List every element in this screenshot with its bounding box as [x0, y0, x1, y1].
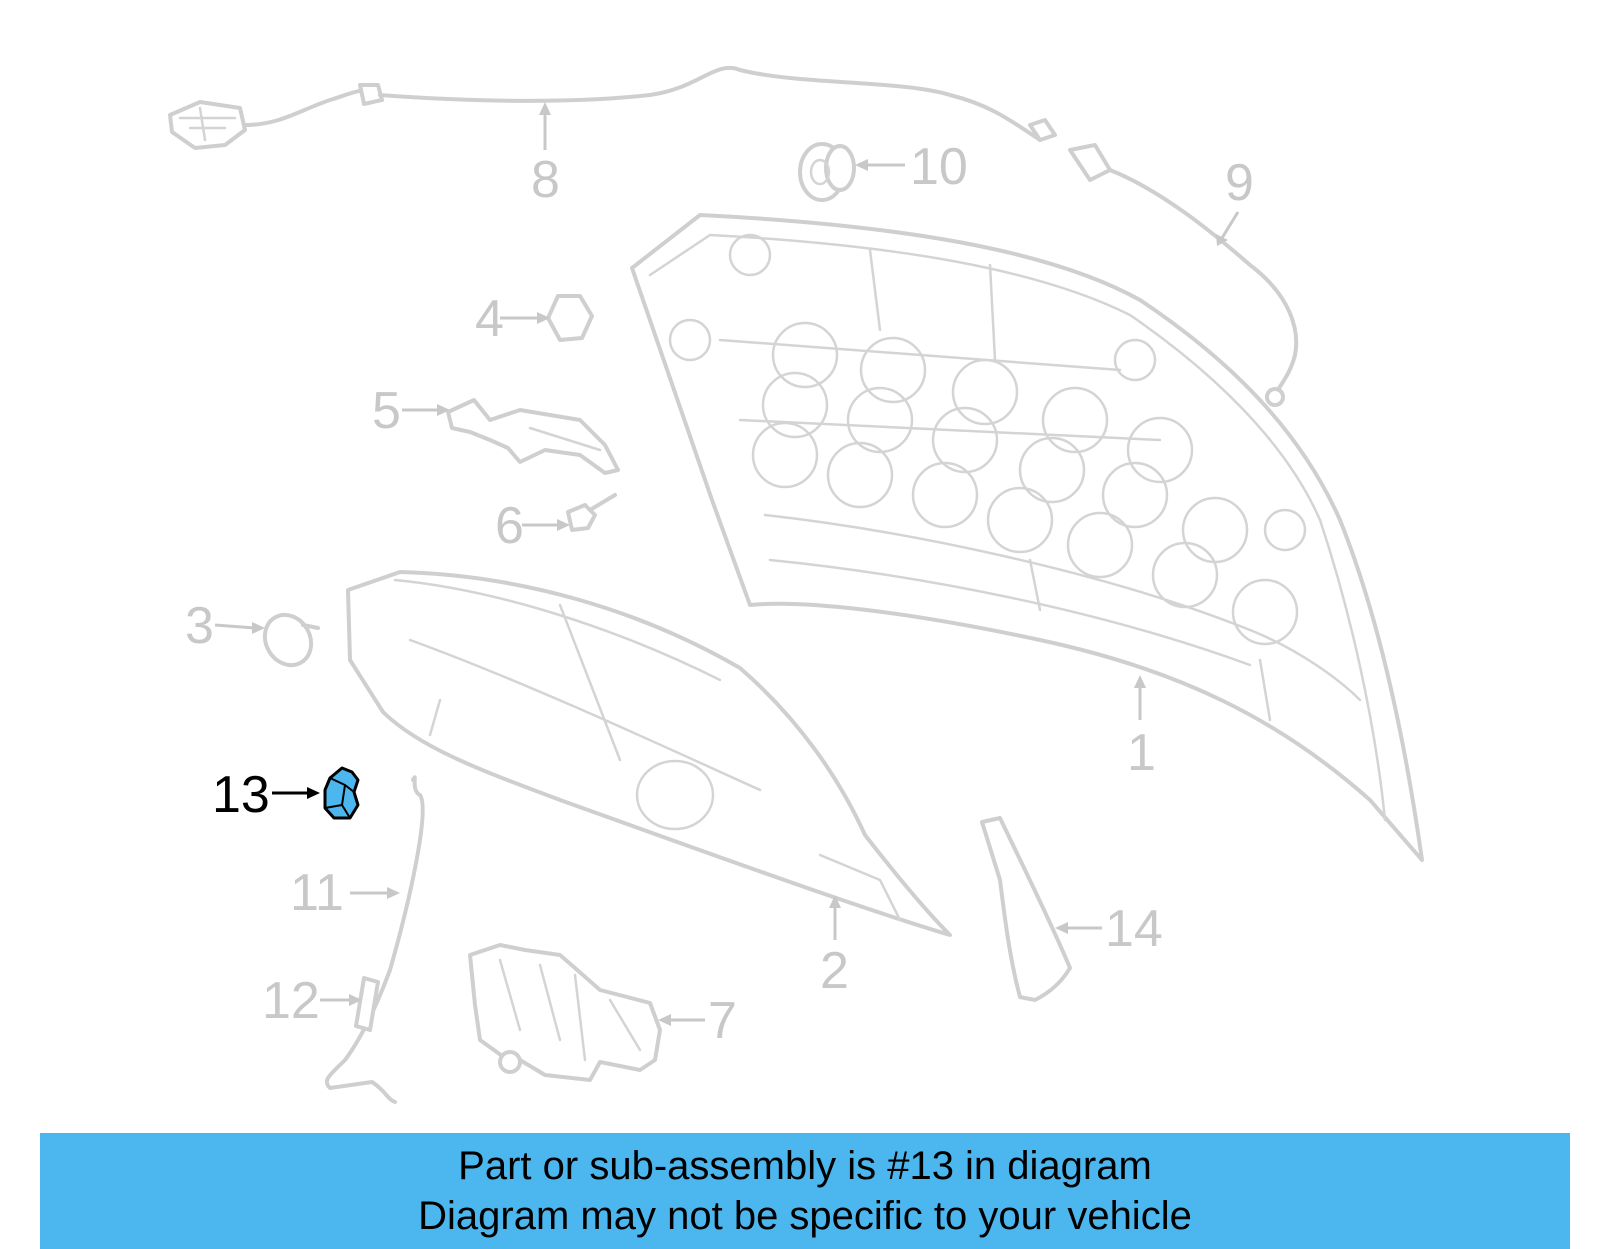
callout-5: 5 [372, 382, 401, 440]
callout-4: 4 [475, 290, 504, 348]
part-2-insulator[interactable] [346, 570, 952, 937]
callout-13: 13 [212, 766, 270, 824]
callout-6: 6 [495, 497, 524, 555]
part-14-seal[interactable] [980, 816, 1072, 1002]
banner-line-1: Part or sub-assembly is #13 in diagram [458, 1144, 1152, 1188]
callout-2: 2 [820, 942, 849, 1000]
part-9-cable[interactable] [1108, 168, 1299, 407]
callout-8: 8 [531, 151, 560, 209]
part-3-bumper[interactable] [256, 606, 320, 673]
part-11-prop-rod[interactable] [324, 775, 425, 1104]
callout-1: 1 [1127, 724, 1156, 782]
info-banner: Part or sub-assembly is #13 in diagram D… [40, 1133, 1570, 1249]
part-5-bracket[interactable] [446, 398, 620, 475]
part-7-latch[interactable] [468, 943, 662, 1082]
callout-7: 7 [708, 992, 737, 1050]
part-13-clip[interactable] [323, 766, 360, 820]
leader-arrows [214, 102, 1240, 1026]
callout-3: 3 [185, 597, 214, 655]
callout-12: 12 [262, 972, 320, 1030]
part-8-release-cable[interactable] [168, 65, 1112, 182]
part-10-grommet[interactable] [798, 142, 856, 202]
banner-line-2: Diagram may not be specific to your vehi… [418, 1194, 1192, 1238]
callout-14: 14 [1105, 900, 1163, 958]
callout-labels: 8 9 10 4 5 6 3 1 2 14 11 12 7 13 [185, 138, 1254, 1050]
part-4-nut[interactable] [546, 294, 594, 342]
callout-10: 10 [910, 138, 968, 196]
callout-9: 9 [1225, 154, 1254, 212]
part-1-hood[interactable] [630, 213, 1424, 862]
part-6-clip[interactable] [566, 493, 617, 532]
hood-reinforcement-holes [668, 233, 1307, 646]
part-12-rod-clip[interactable] [354, 976, 380, 1032]
callout-11: 11 [290, 864, 344, 922]
